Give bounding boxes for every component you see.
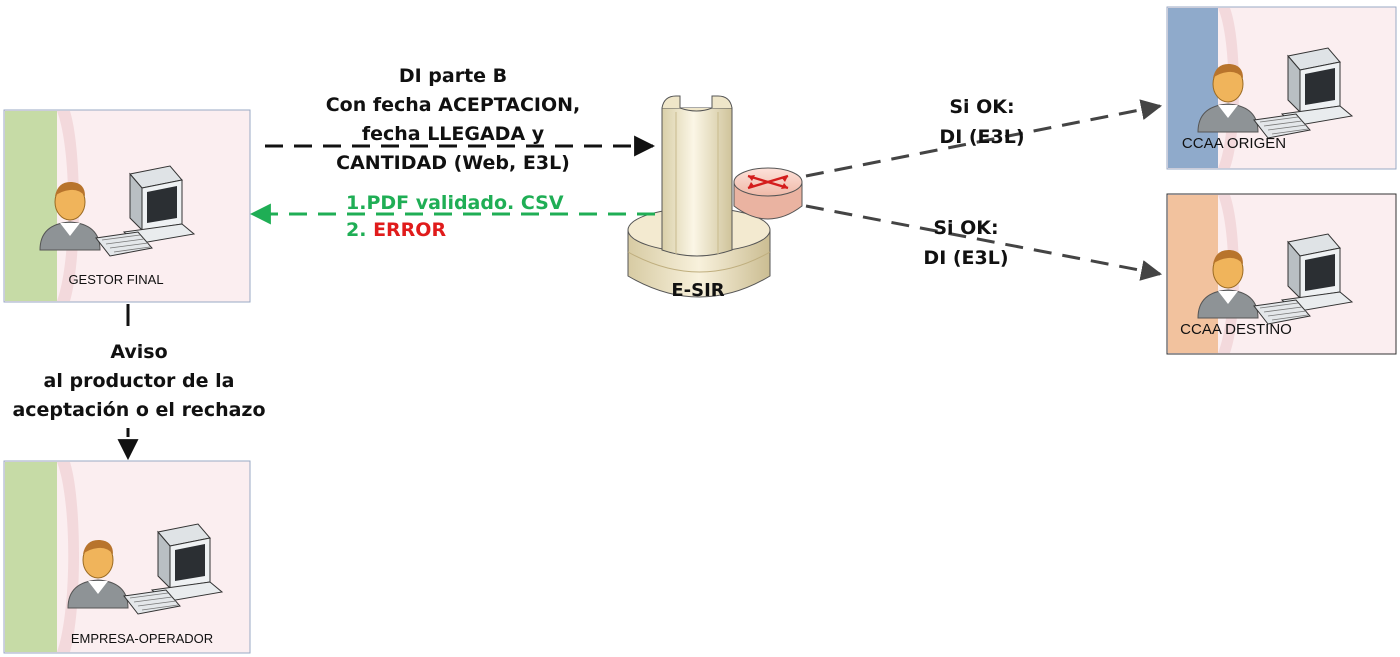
- request-label-line4: CANTIDAD (Web, E3L): [336, 152, 570, 174]
- request-label-line2: Con fecha ACEPTACION,: [326, 94, 581, 116]
- empresa-operador-node: EMPRESA-OPERADOR: [3, 460, 251, 654]
- ccaa-destino-node: CCAA DESTINO: [1166, 193, 1397, 355]
- origen-label: Si OK: DI (E3L): [939, 96, 1024, 148]
- aviso-label-line1: Aviso: [110, 341, 167, 363]
- origen-label-line2: DI (E3L): [939, 126, 1024, 148]
- destino-label-line1: Si OK:: [933, 217, 998, 239]
- request-label-line1: DI parte B: [399, 65, 507, 87]
- gestor-final-node: GESTOR FINAL: [3, 109, 251, 303]
- router-icon: [733, 167, 803, 220]
- destino-arrow: [805, 204, 1163, 281]
- aviso-label-line2: al productor de la: [44, 370, 235, 392]
- gestor-final-label: GESTOR FINAL: [68, 272, 163, 287]
- empresa-operador-label: EMPRESA-OPERADOR: [71, 631, 213, 646]
- aviso-label: Aviso al productor de la aceptación o el…: [12, 341, 265, 421]
- ccaa-origen-node: CCAA ORIGEN: [1166, 6, 1397, 170]
- response-error-line: 2. ERROR: [346, 219, 446, 241]
- ccaa-origen-label: CCAA ORIGEN: [1182, 135, 1286, 152]
- response-error-prefix: 2.: [346, 219, 373, 241]
- request-label-line3: fecha LLEGADA y: [362, 123, 545, 145]
- response-error-word: ERROR: [373, 219, 446, 241]
- origen-arrow: [805, 99, 1163, 178]
- server-tower-icon: [661, 95, 733, 257]
- esir-server-node: E-SIR: [627, 95, 771, 301]
- response-label: 1.PDF validado. CSV 2. ERROR: [346, 192, 564, 241]
- destino-label: Si OK: DI (E3L): [923, 217, 1008, 269]
- origen-label-line1: Si OK:: [949, 96, 1014, 118]
- destino-label-line2: DI (E3L): [923, 247, 1008, 269]
- request-label: DI parte B Con fecha ACEPTACION, fecha L…: [326, 65, 581, 174]
- ccaa-destino-label: CCAA DESTINO: [1180, 321, 1292, 338]
- aviso-label-line3: aceptación o el rechazo: [12, 399, 265, 421]
- response-ok-text: 1.PDF validado. CSV: [346, 192, 564, 214]
- esir-label: E-SIR: [671, 280, 724, 301]
